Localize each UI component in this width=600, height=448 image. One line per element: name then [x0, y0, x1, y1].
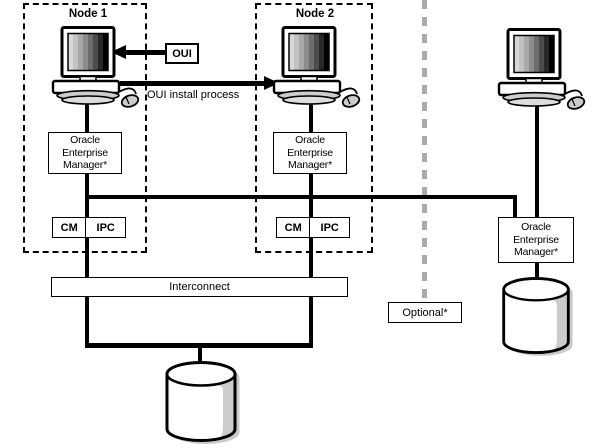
ipc-label-node2: IPC	[320, 221, 339, 234]
cm-label-node2: CM	[284, 221, 302, 234]
oui-box: OUI	[165, 43, 199, 64]
oem-standalone-line2: Enterprise	[513, 233, 559, 246]
interconnect-label: Interconnect	[169, 281, 230, 293]
oem-node1-line1: Oracle	[70, 134, 100, 147]
node1-label: Node 1	[68, 8, 108, 20]
optional-divider-dashed-line	[422, 0, 427, 303]
node1-workstation-icon	[45, 26, 141, 110]
cm-cell-node1: CM	[53, 218, 85, 237]
install-arrow-label: OUI install process	[147, 89, 240, 101]
node2-workstation-icon	[266, 26, 362, 110]
cm-label-node1: CM	[60, 221, 78, 234]
oem-box-node2: Oracle Enterprise Manager*	[273, 132, 347, 174]
oem-standalone-line1: Oracle	[521, 221, 551, 234]
oem-node2-line2: Enterprise	[287, 146, 333, 159]
oui-arrow-shaft	[124, 50, 166, 55]
oem-node2-line1: Oracle	[295, 134, 325, 147]
node2-label: Node 2	[295, 8, 335, 20]
cm-cell-node2: CM	[277, 218, 309, 237]
standalone-database-icon	[498, 274, 574, 358]
shared-db-stub-line	[198, 348, 202, 364]
shared-storage-collector-line	[85, 343, 313, 348]
oem-node2-line3: Manager*	[288, 159, 332, 172]
shared-database-icon	[161, 358, 241, 446]
cm-ipc-box-node1: CM IPC	[52, 217, 126, 238]
oem-horizontal-bus-line	[85, 195, 517, 199]
bus-elbow-line	[513, 199, 517, 217]
ipc-cell-node2: IPC	[309, 218, 349, 237]
oem-node1-line2: Enterprise	[62, 146, 108, 159]
oem-box-standalone: Oracle Enterprise Manager*	[498, 217, 574, 263]
optional-box: Optional*	[388, 302, 462, 323]
ipc-cell-node1: IPC	[85, 218, 125, 237]
standalone-workstation-line	[535, 93, 539, 217]
oui-label: OUI	[172, 47, 192, 60]
oem-standalone-line3: Manager*	[514, 246, 558, 259]
standalone-oem-to-db-line	[535, 261, 539, 283]
install-arrow-shaft	[120, 81, 265, 86]
interconnect-box: Interconnect	[51, 277, 348, 297]
cm-ipc-box-node2: CM IPC	[276, 217, 350, 238]
oem-box-node1: Oracle Enterprise Manager*	[48, 132, 122, 174]
oem-node1-line3: Manager*	[63, 159, 107, 172]
ipc-label-node1: IPC	[96, 221, 115, 234]
optional-label: Optional*	[402, 306, 448, 319]
standalone-workstation-icon	[491, 28, 587, 112]
node2-boundary	[255, 3, 373, 253]
